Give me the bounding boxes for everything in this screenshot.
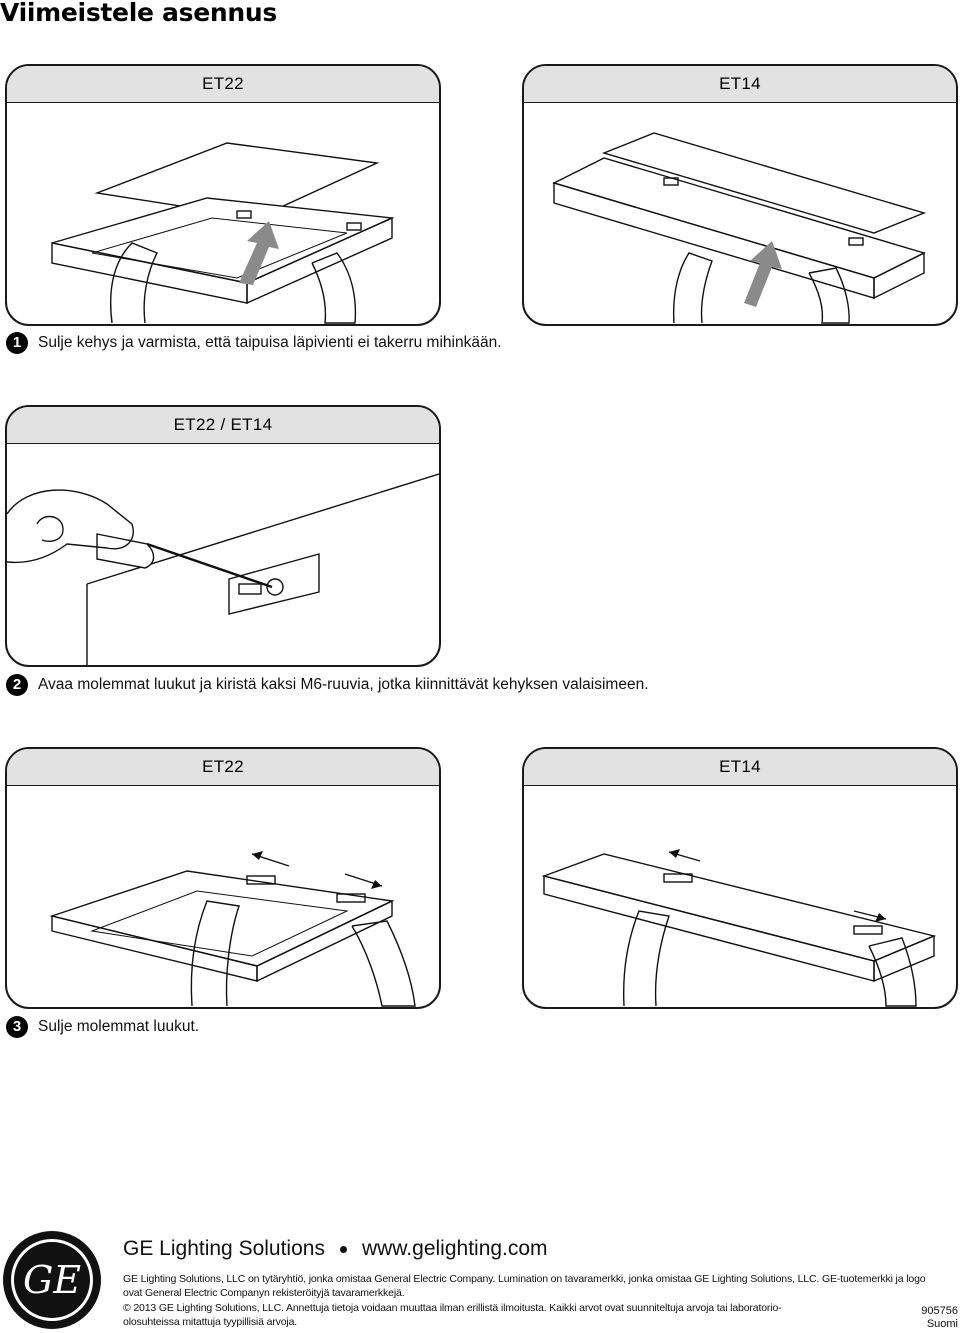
step-2: 2 Avaa molemmat luukut ja kiristä kaksi … xyxy=(6,674,649,696)
illustration-frame-closing-et22 xyxy=(7,103,439,325)
footer-brand-line: GE Lighting Solutions www.gelighting.com xyxy=(123,1237,548,1261)
panel-header: ET22 xyxy=(7,66,439,103)
panel-et14-close-frame: ET14 xyxy=(522,64,958,326)
panel-header: ET14 xyxy=(524,66,956,103)
step-instruction: Sulje kehys ja varmista, että taipuisa l… xyxy=(38,334,502,352)
document-language: Suomi xyxy=(921,1318,958,1331)
illustration-doors-closing-et22 xyxy=(7,786,439,1008)
panel-header: ET22 / ET14 xyxy=(7,407,439,444)
svg-text:GE: GE xyxy=(23,1258,81,1302)
legal-notice-trademarks: GE Lighting Solutions, LLC on tytäryhtiö… xyxy=(123,1272,933,1300)
step-3: 3 Sulje molemmat luukut. xyxy=(6,1016,199,1038)
illustration-screwdriver-tightening xyxy=(7,444,439,666)
separator-dot xyxy=(340,1246,347,1253)
ge-logo-icon: GE xyxy=(2,1230,102,1330)
company-name: GE Lighting Solutions xyxy=(123,1237,325,1261)
step-1: 1 Sulje kehys ja varmista, että taipuisa… xyxy=(6,332,502,354)
step-number-badge: 1 xyxy=(6,332,28,354)
document-number: 905756 xyxy=(921,1305,958,1318)
document-id: 905756 Suomi xyxy=(921,1305,958,1331)
page-title: Viimeistele asennus xyxy=(0,0,277,27)
step-instruction: Avaa molemmat luukut ja kiristä kaksi M6… xyxy=(38,676,649,694)
illustration-doors-closing-et14 xyxy=(524,786,956,1008)
panel-et22-et14-tighten-screws: ET22 / ET14 xyxy=(5,405,441,667)
panel-et22-close-doors: ET22 xyxy=(5,747,441,1009)
illustration-frame-closing-et14 xyxy=(524,103,956,325)
website-link[interactable]: www.gelighting.com xyxy=(362,1237,548,1261)
panel-et22-close-frame: ET22 xyxy=(5,64,441,326)
legal-notice-copyright: © 2013 GE Lighting Solutions, LLC. Annet… xyxy=(123,1301,823,1329)
step-instruction: Sulje molemmat luukut. xyxy=(38,1018,199,1036)
panel-et14-close-doors: ET14 xyxy=(522,747,958,1009)
panel-header: ET22 xyxy=(7,749,439,786)
step-number-badge: 2 xyxy=(6,674,28,696)
step-number-badge: 3 xyxy=(6,1016,28,1038)
panel-header: ET14 xyxy=(524,749,956,786)
